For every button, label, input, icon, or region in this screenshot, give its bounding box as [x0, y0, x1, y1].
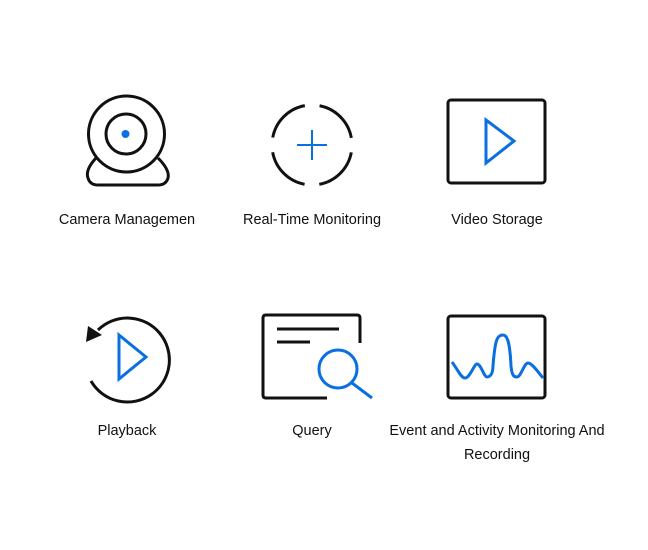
crosshair-icon[interactable]: [270, 103, 354, 187]
feature-label-playback[interactable]: Playback: [97, 423, 157, 439]
feature-label-real-time-monitoring[interactable]: Real-Time Monitoring: [242, 212, 382, 228]
video-play-icon[interactable]: [446, 98, 547, 185]
document-search-icon[interactable]: [261, 313, 373, 400]
webcam-icon[interactable]: [85, 94, 170, 187]
feature-label-query[interactable]: Query: [292, 423, 332, 439]
replay-icon[interactable]: [86, 316, 171, 404]
feature-label-camera-management[interactable]: Camera Managemen: [58, 212, 196, 228]
waveform-icon[interactable]: [446, 314, 547, 400]
feature-label-event-activity[interactable]: Event and Activity Monitoring And Record…: [389, 423, 605, 463]
feature-label-video-storage[interactable]: Video Storage: [451, 212, 543, 228]
